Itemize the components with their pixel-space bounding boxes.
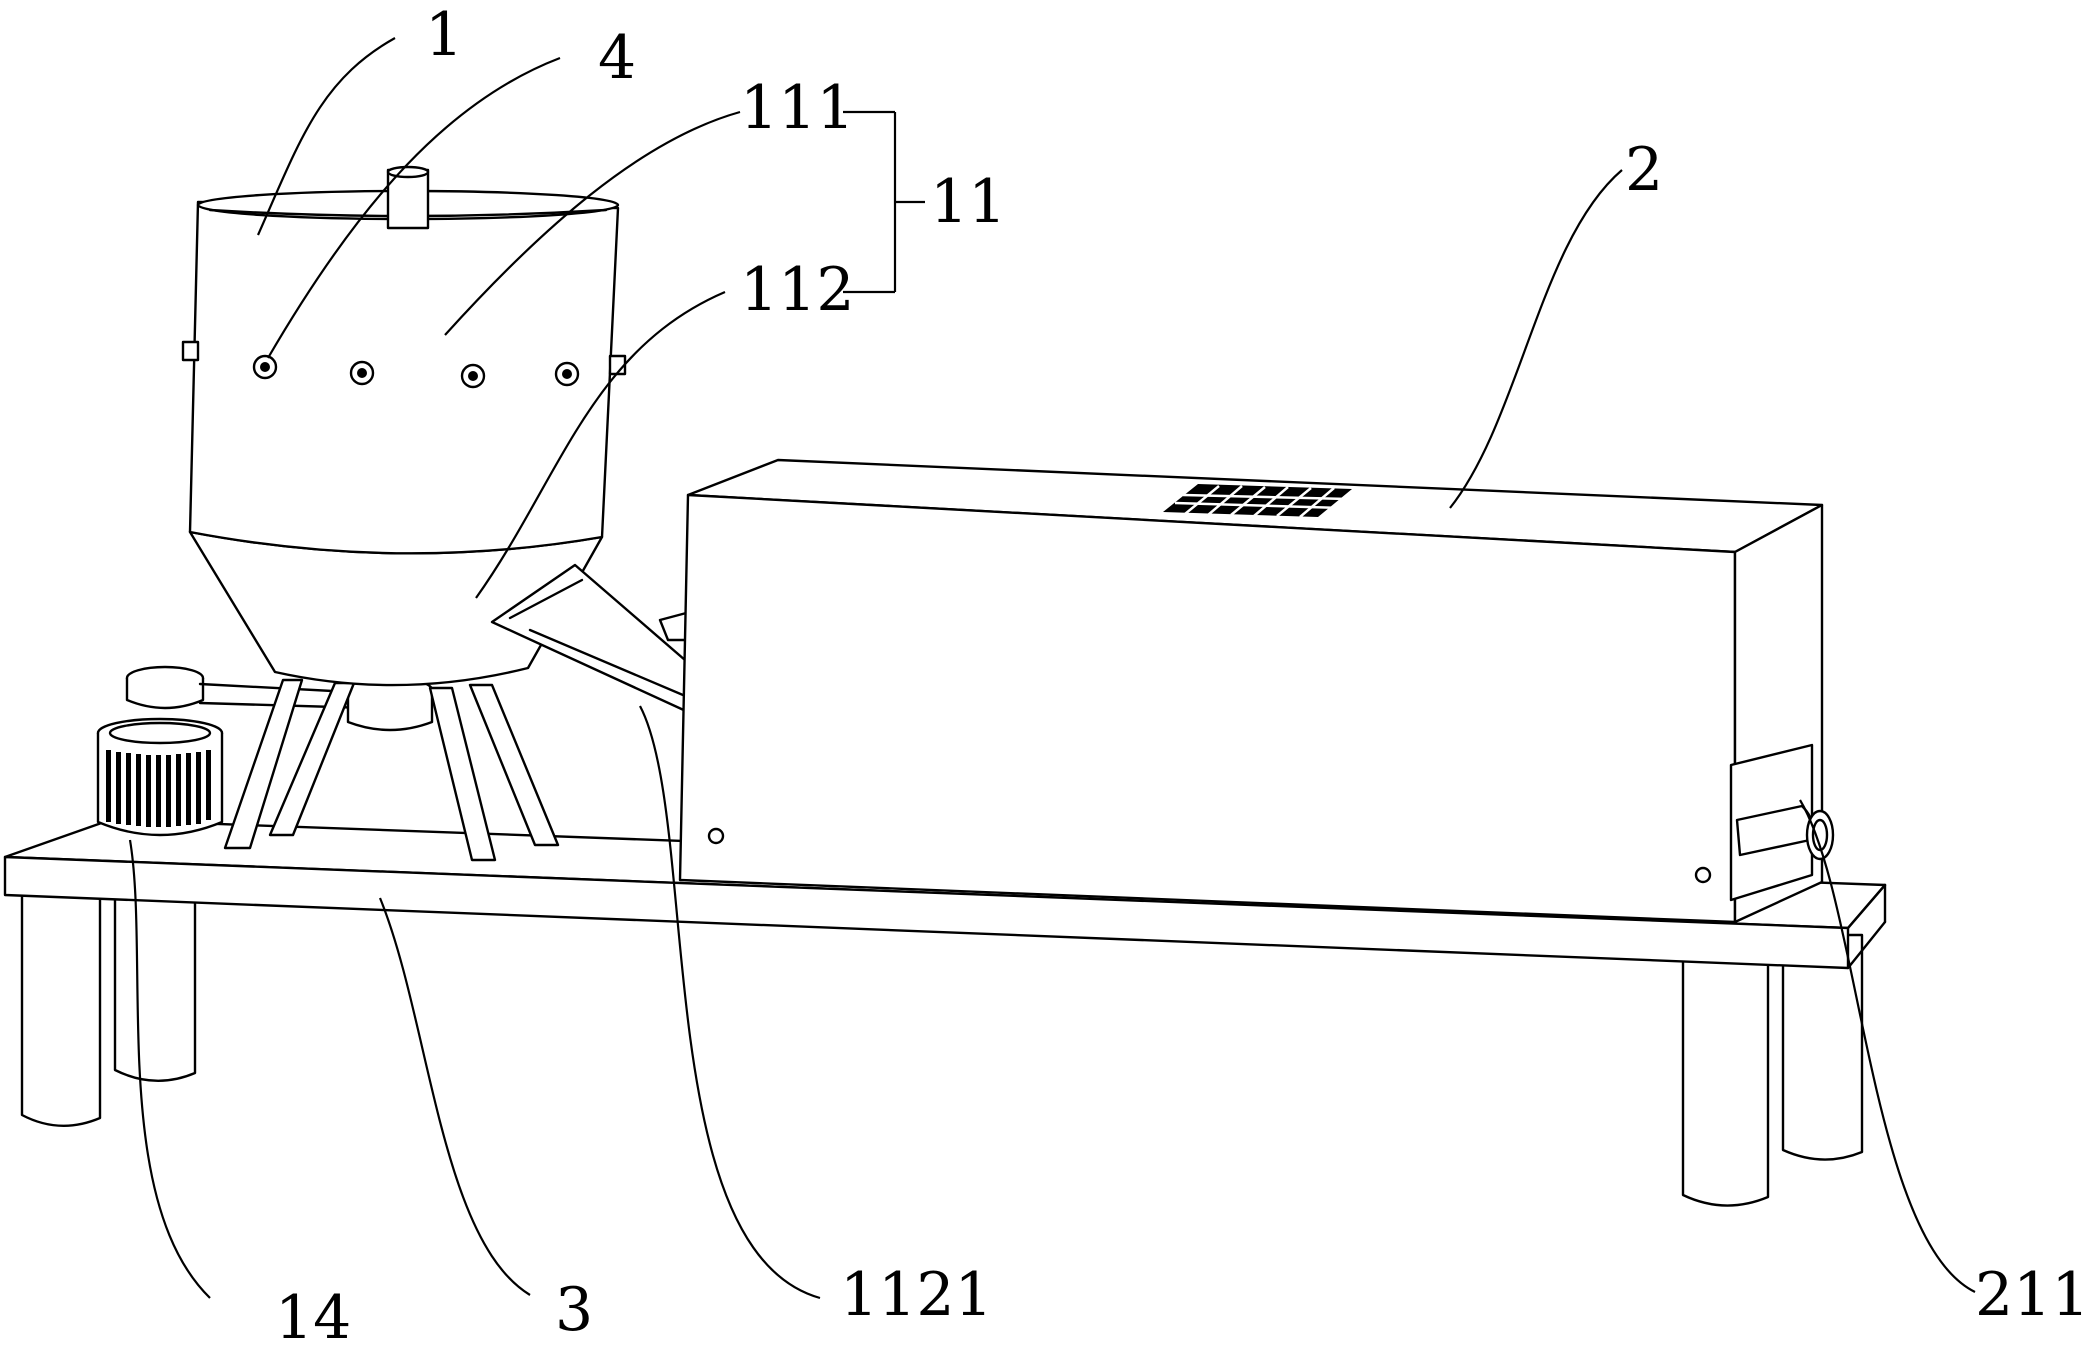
reference-labels: 1 4 111 11 112 2 14 3 1121 211 (275, 0, 2090, 1345)
label-111: 111 (740, 73, 855, 143)
label-112: 112 (740, 255, 855, 325)
processing-box (678, 458, 1835, 924)
label-1121: 1121 (840, 1260, 993, 1330)
label-2: 2 (1625, 135, 1663, 205)
leader-lines (128, 37, 1976, 1300)
table-leg-back-right (1781, 933, 1864, 1161)
label-4: 4 (598, 23, 636, 93)
box-front (678, 493, 1737, 924)
hopper-cylinder (188, 200, 620, 555)
table-leg-front-right (1681, 953, 1770, 1207)
hopper (181, 165, 627, 687)
label-11: 11 (930, 167, 1006, 237)
label-3: 3 (555, 1275, 593, 1345)
table-leg-front-left (20, 891, 102, 1127)
vent-grille (1163, 484, 1352, 518)
label-211: 211 (1975, 1260, 2090, 1330)
motor-fins (106, 750, 211, 827)
label-14: 14 (275, 1283, 351, 1345)
hopper-support (223, 676, 560, 862)
nozzle-row (252, 354, 580, 389)
table-leg-back-left (113, 891, 197, 1082)
motor-and-belt (96, 665, 372, 837)
label-1: 1 (425, 0, 463, 70)
